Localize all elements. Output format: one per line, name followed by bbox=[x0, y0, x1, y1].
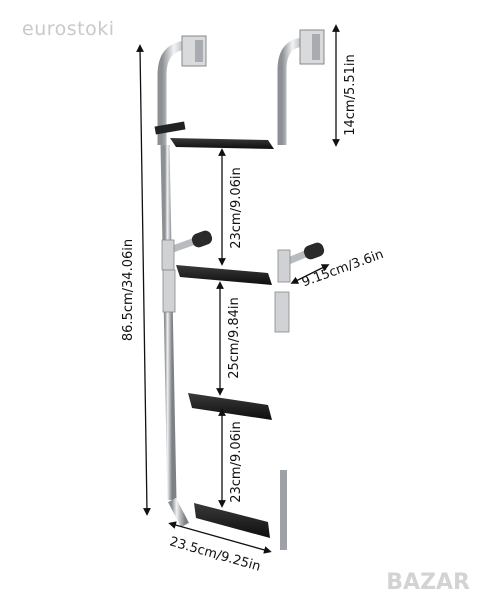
watermark-top: eurostoki bbox=[22, 18, 115, 40]
label-total-height: 86.5cm/34.06in bbox=[121, 239, 136, 341]
telescope-section bbox=[280, 470, 287, 550]
dim-line-handle bbox=[290, 264, 330, 284]
label-step-gap-3: 23cm/9.06in bbox=[229, 421, 244, 503]
rail-clip bbox=[154, 121, 186, 135]
label-step-gap-1: 23cm/9.06in bbox=[229, 167, 244, 249]
step-3 bbox=[188, 393, 272, 420]
step-1 bbox=[170, 138, 274, 149]
label-width: 23.5cm/9.25in bbox=[168, 534, 262, 574]
top-mount-bracket-left bbox=[181, 35, 207, 67]
dim-line-total-height bbox=[136, 44, 151, 516]
top-mount-bracket-right bbox=[299, 29, 325, 65]
step-2 bbox=[176, 265, 272, 285]
handle-left bbox=[161, 230, 213, 271]
handle-right bbox=[277, 242, 325, 283]
label-top-hook: 14cm/5.51in bbox=[343, 54, 358, 136]
watermark-bottom: BAZAR bbox=[386, 570, 470, 595]
hinge-right bbox=[274, 291, 290, 333]
dim-line-width bbox=[168, 521, 272, 554]
hinge-left bbox=[162, 269, 176, 313]
label-step-gap-2: 25cm/9.84in bbox=[227, 297, 242, 379]
